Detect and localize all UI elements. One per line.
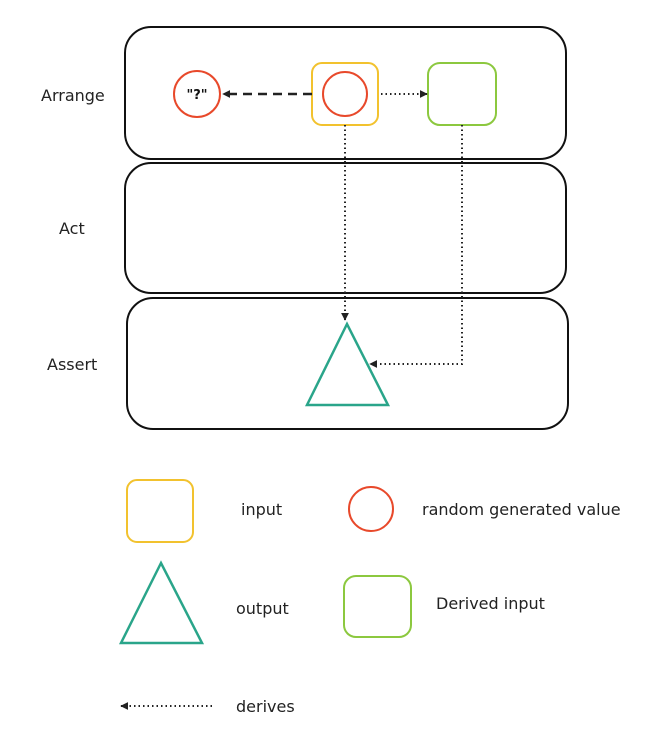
legend-derived-label: Derived input bbox=[436, 594, 545, 613]
legend-derives-label: derives bbox=[236, 697, 295, 716]
output-triangle bbox=[304, 321, 391, 407]
assert-section bbox=[126, 297, 569, 430]
arrange-label: Arrange bbox=[41, 86, 105, 105]
legend-derived-swatch bbox=[343, 575, 412, 638]
input-random-circle bbox=[322, 71, 368, 117]
random-value-node bbox=[173, 70, 221, 118]
legend-output-swatch bbox=[118, 560, 205, 645]
assert-label: Assert bbox=[47, 355, 97, 374]
legend-random-swatch bbox=[348, 486, 394, 532]
arrange-section bbox=[124, 26, 567, 160]
legend-random-label: random generated value bbox=[422, 500, 621, 519]
dotted-arrow-derived-to-output bbox=[369, 125, 463, 368]
act-label: Act bbox=[59, 219, 85, 238]
legend-input-swatch bbox=[126, 479, 194, 543]
legend-output-label: output bbox=[236, 599, 289, 618]
random-value-text: "?" bbox=[186, 88, 207, 103]
derived-input-node bbox=[427, 62, 497, 126]
legend-input-label: input bbox=[241, 500, 282, 519]
